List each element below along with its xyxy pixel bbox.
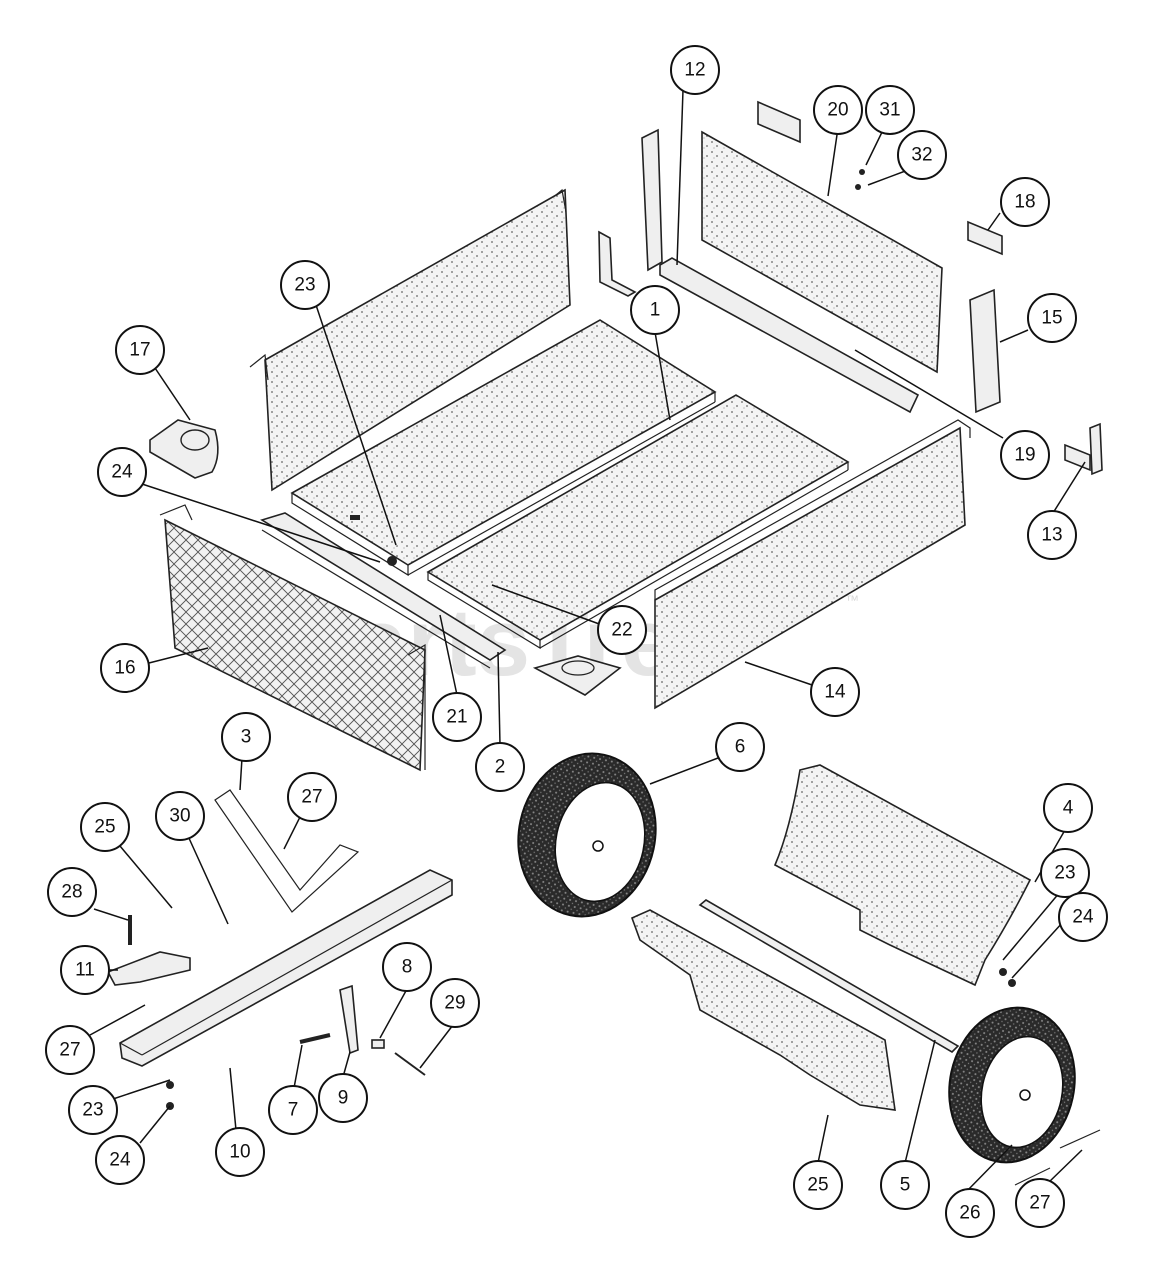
callout-label: 1 [650,300,661,321]
callout-23-left[interactable]: 23 [68,1085,118,1135]
callout-label: 24 [1072,907,1094,928]
callout-label: 23 [1054,863,1075,884]
callout-25-bottom[interactable]: 25 [793,1160,843,1210]
callout-label: 14 [824,682,846,703]
callout-27-bottom[interactable]: 27 [1015,1178,1065,1228]
callout-label: 27 [1029,1193,1050,1214]
callout-label: 26 [959,1203,980,1224]
callout-28[interactable]: 28 [47,867,97,917]
part-side-panel-rear [249,188,571,492]
callout-1[interactable]: 1 [630,285,680,335]
callout-21[interactable]: 21 [432,692,482,742]
callout-label: 13 [1041,525,1062,546]
callout-6[interactable]: 6 [715,722,765,772]
callout-2[interactable]: 2 [475,742,525,792]
leader-lines [89,89,1086,1194]
callout-4[interactable]: 4 [1043,783,1093,833]
watermark-trademark: ™ [845,592,859,608]
callout-label: 22 [611,620,632,641]
part-brackets [598,100,1103,476]
callout-3[interactable]: 3 [221,712,271,762]
callout-label: 12 [684,60,705,81]
callout-label: 20 [827,100,848,121]
part-axle [698,899,960,1054]
callout-23-right[interactable]: 23 [1040,848,1090,898]
part-tailgate [159,504,426,772]
callout-label: 3 [241,727,252,748]
callout-label: 24 [109,1150,131,1171]
callout-25-left[interactable]: 25 [80,802,130,852]
callout-label: 10 [229,1142,250,1163]
callout-17[interactable]: 17 [115,325,165,375]
callout-29[interactable]: 29 [430,978,480,1028]
callout-label: 29 [444,993,465,1014]
callout-16[interactable]: 16 [100,643,150,693]
part-handle [214,789,360,913]
callout-label: 11 [75,960,95,981]
callout-20[interactable]: 20 [813,85,863,135]
part-wheel-right [948,1006,1076,1164]
callout-label: 4 [1063,798,1074,819]
callout-7[interactable]: 7 [268,1085,318,1135]
callout-23-top[interactable]: 23 [280,260,330,310]
part-dump-plate [773,764,1032,987]
callout-label: 31 [879,100,900,121]
callout-label: 17 [129,340,150,361]
part-tongue [119,869,453,1067]
callout-13[interactable]: 13 [1027,510,1077,560]
callout-label: 15 [1041,308,1062,329]
callout-label: 23 [294,275,315,296]
callout-14[interactable]: 14 [810,667,860,717]
callout-31[interactable]: 31 [865,85,915,135]
callout-label: 16 [114,658,135,679]
callout-label: 21 [446,707,467,728]
callout-label: 23 [82,1100,103,1121]
callout-12[interactable]: 12 [670,45,720,95]
callout-label: 28 [61,882,82,903]
callout-24-left[interactable]: 24 [95,1135,145,1185]
callout-label: 25 [94,817,115,838]
part-side-panel-right [654,419,971,710]
callout-5[interactable]: 5 [880,1160,930,1210]
callout-24-top[interactable]: 24 [97,447,147,497]
callout-10[interactable]: 10 [215,1127,265,1177]
part-bed-floor-left [290,319,717,577]
part-bed-floor-right [426,394,850,650]
part-axle-frame [630,909,896,1111]
callout-26[interactable]: 26 [945,1188,995,1238]
callout-label: 7 [288,1100,299,1121]
callout-32[interactable]: 32 [897,130,947,180]
callout-label: 19 [1014,445,1035,466]
callout-11[interactable]: 11 [60,945,110,995]
callout-label: 9 [338,1088,349,1109]
callout-label: 6 [735,737,746,758]
part-hitch-cap [532,655,622,696]
callout-8[interactable]: 8 [382,942,432,992]
part-front-panel [701,130,943,374]
callout-label: 18 [1014,192,1035,213]
callout-label: 5 [900,1175,911,1196]
part-rail [260,512,507,669]
callout-label: 2 [495,757,506,778]
callout-label: 25 [807,1175,828,1196]
callout-22[interactable]: 22 [597,605,647,655]
part-wheel-left [517,752,657,918]
callout-15[interactable]: 15 [1027,293,1077,343]
callout-label: 24 [111,462,133,483]
callout-19[interactable]: 19 [1000,430,1050,480]
callout-27-left[interactable]: 27 [45,1025,95,1075]
callout-24-right[interactable]: 24 [1058,892,1108,942]
parts-artwork [106,100,1103,1186]
callout-18[interactable]: 18 [1000,177,1050,227]
callout-9[interactable]: 9 [318,1073,368,1123]
callout-label: 30 [169,806,190,827]
callout-label: 27 [301,787,322,808]
callout-label: 27 [59,1040,80,1061]
callout-30[interactable]: 30 [155,791,205,841]
callout-27-handle[interactable]: 27 [287,772,337,822]
callout-label: 8 [402,957,413,978]
callout-label: 32 [911,145,932,166]
part-corner-cap [149,419,219,479]
